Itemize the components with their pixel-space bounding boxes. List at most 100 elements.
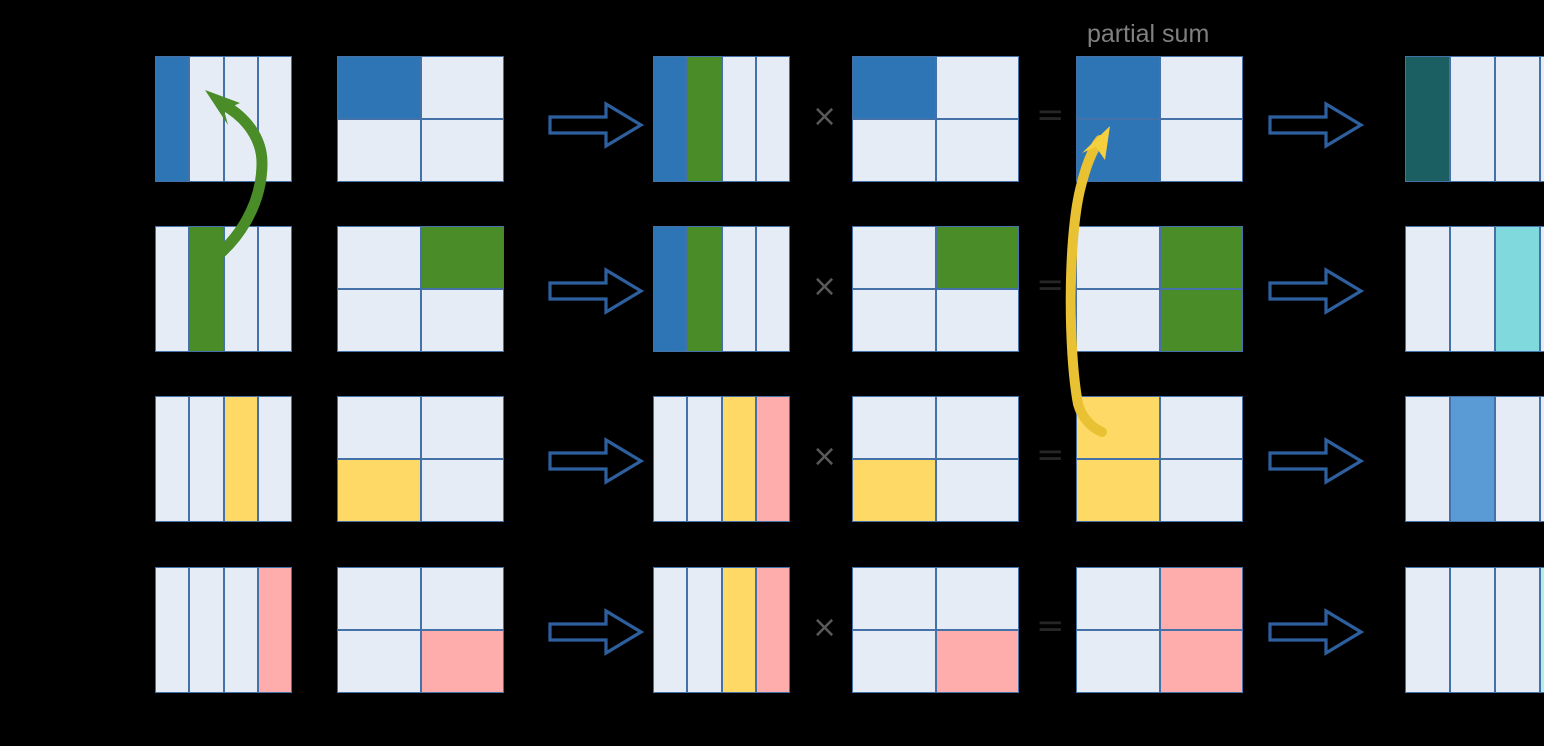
matrix-cell: [852, 226, 936, 289]
matrix-cell: [1405, 56, 1450, 182]
matrix-cell: [1540, 56, 1544, 182]
matrix-cell: [1076, 289, 1160, 352]
matrix-cell: [687, 567, 722, 693]
matrix-cell: [223, 567, 258, 693]
equals-operator: =: [1036, 95, 1065, 135]
matrix-cell: [755, 567, 790, 693]
matrix-cell: [420, 289, 504, 352]
matrix-cell: [420, 630, 504, 693]
matrix-cell: [1159, 56, 1243, 119]
matrix-cell: [935, 459, 1019, 522]
matrix-cell: [337, 630, 421, 693]
matrix-cell: [1495, 56, 1540, 182]
row-4-weight-matrix: [852, 567, 1019, 693]
matrix-cell: [721, 396, 756, 522]
matrix-cell: [653, 56, 688, 182]
matrix-cell: [337, 459, 421, 522]
matrix-cell: [420, 396, 504, 459]
row-4-stacked-vector: [653, 567, 790, 693]
implies-arrow-icon: [548, 608, 644, 656]
matrix-cell: [155, 396, 190, 522]
matrix-cell: [337, 226, 421, 289]
matrix-cell: [935, 396, 1019, 459]
matrix-cell: [935, 226, 1019, 289]
matrix-cell: [223, 396, 258, 522]
matrix-cell: [420, 226, 504, 289]
row-1-stacked-vector: [653, 56, 790, 182]
matrix-cell: [420, 56, 504, 119]
row-1-weight-matrix: [852, 56, 1019, 182]
matrix-cell: [337, 567, 421, 630]
row-4-input-vector: [155, 567, 292, 693]
matrix-cell: [755, 56, 790, 182]
implies-arrow-icon: [548, 437, 644, 485]
matrix-cell: [721, 567, 756, 693]
matrix-cell: [755, 396, 790, 522]
matrix-cell: [223, 226, 258, 352]
partial-sum-label: partial sum: [1087, 20, 1210, 48]
matrix-cell: [189, 56, 224, 182]
row-3-input-vector: [155, 396, 292, 522]
matrix-cell: [257, 396, 292, 522]
matrix-cell: [1450, 226, 1495, 352]
matrix-cell: [223, 56, 258, 182]
matrix-cell: [721, 56, 756, 182]
matrix-cell: [257, 56, 292, 182]
implies-arrow-icon: [1268, 437, 1364, 485]
row-1-input-vector: [155, 56, 292, 182]
matrix-cell: [1076, 396, 1160, 459]
matrix-cell: [1495, 567, 1540, 693]
matrix-cell: [935, 119, 1019, 182]
matrix-cell: [935, 630, 1019, 693]
matrix-cell: [653, 396, 688, 522]
matrix-cell: [852, 289, 936, 352]
multiply-operator: ×: [812, 269, 838, 304]
matrix-cell: [1405, 396, 1450, 522]
matrix-cell: [420, 459, 504, 522]
matrix-cell: [1450, 56, 1495, 182]
row-2-stacked-vector: [653, 226, 790, 352]
multiply-operator: ×: [812, 610, 838, 645]
row-4-output-vector: [1405, 567, 1544, 693]
matrix-cell: [852, 630, 936, 693]
matrix-cell: [852, 567, 936, 630]
implies-arrow-icon: [1268, 608, 1364, 656]
multiply-operator: ×: [812, 439, 838, 474]
matrix-cell: [1495, 396, 1540, 522]
matrix-cell: [155, 56, 190, 182]
matrix-cell: [1076, 630, 1160, 693]
matrix-cell: [1159, 459, 1243, 522]
matrix-cell: [337, 396, 421, 459]
row-1-output-vector: [1405, 56, 1544, 182]
matrix-cell: [1159, 289, 1243, 352]
matrix-cell: [337, 119, 421, 182]
matrix-cell: [1076, 56, 1160, 119]
implies-arrow-icon: [1268, 267, 1364, 315]
row-1-input-matrix: [337, 56, 504, 182]
matrix-cell: [852, 396, 936, 459]
matrix-cell: [1540, 567, 1544, 693]
matrix-cell: [189, 226, 224, 352]
matrix-cell: [1159, 630, 1243, 693]
matrix-cell: [852, 459, 936, 522]
matrix-cell: [155, 567, 190, 693]
matrix-cell: [1540, 226, 1544, 352]
row-4-partial-sum-matrix: [1076, 567, 1243, 693]
implies-arrow-icon: [1268, 101, 1364, 149]
matrix-cell: [155, 226, 190, 352]
implies-arrow-icon: [548, 101, 644, 149]
row-3-stacked-vector: [653, 396, 790, 522]
matrix-cell: [337, 56, 421, 119]
matrix-cell: [1159, 226, 1243, 289]
row-2-input-matrix: [337, 226, 504, 352]
implies-arrow-icon: [548, 267, 644, 315]
row-2-partial-sum-matrix: [1076, 226, 1243, 352]
matrix-cell: [1159, 119, 1243, 182]
matrix-cell: [935, 56, 1019, 119]
equals-operator: =: [1036, 265, 1065, 305]
row-3-input-matrix: [337, 396, 504, 522]
matrix-cell: [721, 226, 756, 352]
matrix-cell: [420, 567, 504, 630]
matrix-cell: [257, 567, 292, 693]
